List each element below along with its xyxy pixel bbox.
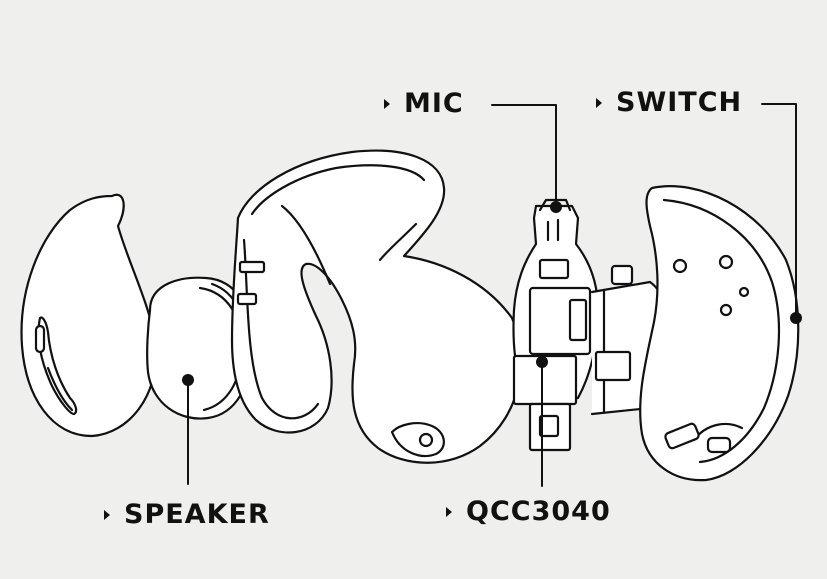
leader-lines (187, 103, 797, 487)
speaker-label-text: SPEAKER (124, 499, 270, 530)
switch-dot (790, 312, 802, 324)
outer-shell (20, 193, 158, 438)
mic-pcb-assembly (512, 198, 600, 452)
switch-label-text: SWITCH (616, 87, 743, 118)
triangle-right-icon (384, 98, 390, 109)
ear-hook-housing (230, 149, 523, 464)
mic-label: MIC (384, 88, 464, 119)
mic-label-text: MIC (404, 88, 464, 119)
triangle-right-icon (596, 97, 602, 108)
speaker-label: SPEAKER (104, 499, 270, 530)
qcc3040-label: QCC3040 (446, 496, 611, 527)
switch-label: SWITCH (596, 87, 742, 118)
qcc3040-label-text: QCC3040 (466, 496, 611, 527)
triangle-right-icon (446, 506, 452, 517)
qcc3040-dot (536, 356, 548, 368)
mic-leader (491, 104, 557, 207)
switch-leader (761, 103, 797, 319)
mic-dot (550, 201, 562, 213)
speaker-dot (182, 374, 194, 386)
triangle-right-icon (104, 509, 110, 520)
inner-shell (639, 185, 800, 482)
